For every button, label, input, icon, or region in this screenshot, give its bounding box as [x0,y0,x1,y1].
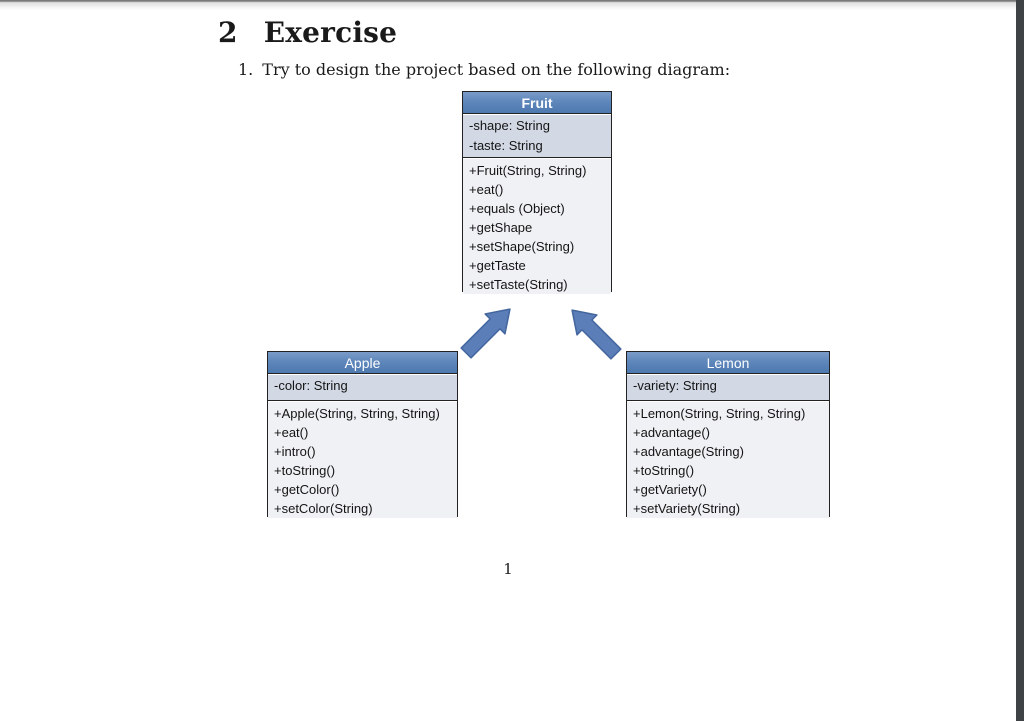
uml-class-apple-title: Apple [268,352,457,374]
page-top-edge-shadow [0,0,1024,10]
uml-method-row: +Fruit(String, String) [469,163,587,178]
list-item-number: 1. [238,60,254,79]
uml-method-row: +intro() [274,444,316,459]
inheritance-arrow-left [460,308,511,359]
uml-class-lemon-methods: +Lemon(String, String, String) +advantage… [627,402,829,518]
uml-method-row: +equals (Object) [469,201,565,216]
uml-class-fruit-methods: +Fruit(String, String) +eat() +equals (Obj… [463,159,611,294]
uml-class-apple-methods: +Apple(String, String, String) +eat() +int… [268,402,457,518]
page-number: 1 [503,560,513,578]
uml-class-fruit-title: Fruit [463,92,611,114]
uml-attribute-row: -taste: String [469,138,543,153]
uml-class-lemon: Lemon -variety: String +Lemon(String, St… [626,351,830,518]
uml-method-row: +eat() [274,425,309,440]
uml-class-fruit-attributes: -shape: String -taste: String [463,115,611,158]
uml-method-row: +setVariety(String) [633,501,741,516]
uml-method-row: +getColor() [274,482,340,497]
section-title: Exercise [263,16,398,49]
uml-attribute-row: -color: String [274,378,348,393]
uml-class-lemon-title: Lemon [627,352,829,374]
uml-attribute-row: -shape: String [469,118,550,133]
uml-class-apple-attributes: -color: String [268,375,457,401]
section-number: 2 [218,16,238,49]
section-heading: 2 Exercise [218,16,397,49]
numbered-list-item: 1. Try to design the project based on th… [238,60,730,79]
uml-method-row: +getShape [469,220,533,235]
uml-method-row: +setShape(String) [469,239,575,254]
uml-attribute-row: -variety: String [633,378,717,393]
inheritance-arrow-right [571,309,622,360]
list-item-text: Try to design the project based on the f… [262,60,731,79]
uml-method-row: +Lemon(String, String, String) [633,406,806,421]
uml-class-lemon-attributes: -variety: String [627,375,829,401]
uml-class-apple: Apple -color: String +Apple(String, Stri… [267,351,458,518]
uml-method-row: +getVariety() [633,482,707,497]
uml-method-row: +eat() [469,182,504,197]
uml-method-row: +getTaste [469,258,526,273]
uml-method-row: +toString() [274,463,336,478]
uml-class-fruit: Fruit -shape: String -taste: String +Frui… [462,91,612,294]
uml-method-row: +setColor(String) [274,501,373,516]
uml-method-row: +toString() [633,463,695,478]
uml-method-row: +setTaste(String) [469,277,568,292]
window-right-edge-strip [1016,0,1024,721]
uml-method-row: +Apple(String, String, String) [274,406,440,421]
uml-method-row: +advantage() [633,425,710,440]
uml-method-row: +advantage(String) [633,444,744,459]
